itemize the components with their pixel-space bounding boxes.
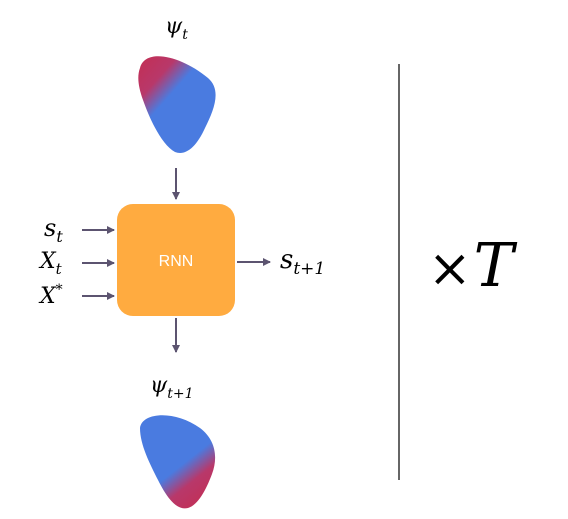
psi-t-plus-1-distribution-blob bbox=[140, 415, 216, 509]
output-s-next-label: st+1 bbox=[280, 245, 325, 279]
input-s-t-label: st bbox=[44, 214, 63, 246]
repeat-times-label: ×T bbox=[428, 231, 518, 301]
psi-t-plus-1-label: ψt+1 bbox=[150, 373, 194, 402]
psi-t-distribution-blob bbox=[138, 56, 216, 153]
rnn-cell-label: RNN bbox=[159, 253, 194, 270]
psi-t-label: ψt bbox=[165, 14, 188, 43]
rnn-cell-box bbox=[117, 204, 235, 316]
input-x-t-label: Xt bbox=[38, 249, 63, 278]
input-x-star-label: X* bbox=[38, 282, 63, 309]
